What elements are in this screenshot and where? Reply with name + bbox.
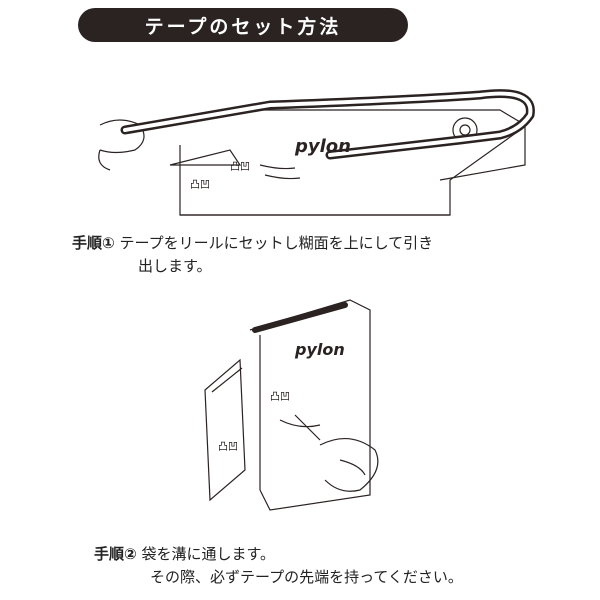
step-1-line-1: テープをリールにセットし糊面を上にして引き (119, 234, 434, 252)
step-2-line-1: 袋を溝に通します。 (141, 545, 275, 563)
pylon-logo-1: pylon (294, 136, 351, 157)
bag-through-groove-illustration: 凸凹 凸凹 pylon (204, 299, 379, 511)
step-1-line-2: 出します。 (138, 257, 212, 275)
svg-text:凸凹: 凸凹 (270, 391, 290, 403)
page-title: テープのセット方法 (144, 15, 342, 38)
step-2-number: 手順② (94, 545, 137, 563)
svg-text:凸凹: 凸凹 (190, 179, 210, 191)
step-2-instruction: 手順② 袋を溝に通します。 その際、必ずテープの先端を持ってください。 (94, 543, 574, 589)
tape-dispenser-illustration: 凸凹 凸凹 pylon (98, 89, 535, 216)
pylon-logo-2: pylon (294, 340, 345, 359)
title-banner: テープのセット方法 (78, 8, 408, 42)
step-1-number: 手順① (72, 234, 115, 252)
svg-text:凸凹: 凸凹 (230, 161, 250, 173)
step-1-instruction: 手順① テープをリールにセットし糊面を上にして引き 出します。 (72, 232, 572, 278)
step-2-line-2: その際、必ずテープの先端を持ってください。 (150, 568, 463, 586)
svg-text:凸凹: 凸凹 (218, 441, 238, 453)
